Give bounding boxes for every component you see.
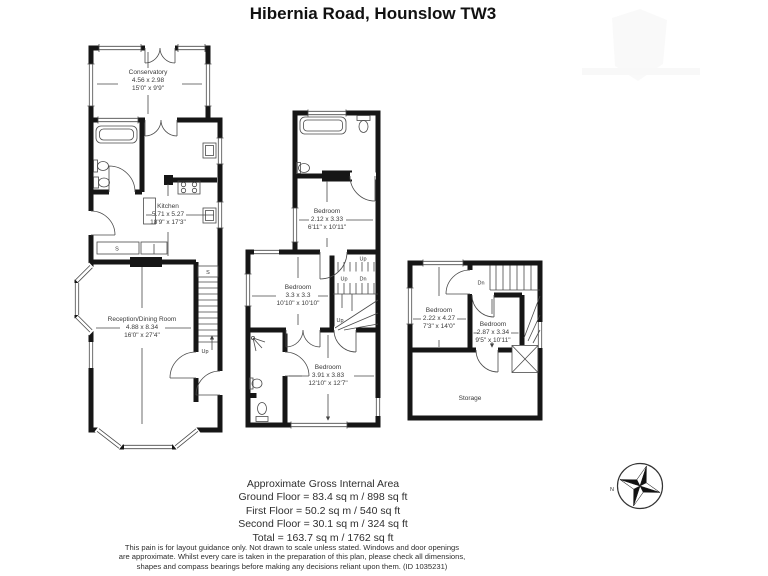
room-label-bedroom-rear: Bedroom 3.91 x 3.83 12'10" x 12'7": [308, 364, 348, 387]
wc-toilet-icon: [255, 402, 269, 422]
ground-floor-plan: S S Up: [73, 44, 224, 451]
wc-sink-icon: [249, 377, 263, 390]
window-glazing: [244, 109, 381, 429]
ground-stair-treads: [198, 281, 218, 343]
stair-cupboard: [197, 265, 219, 278]
sink-icon: [93, 159, 109, 173]
bath-icon: [299, 116, 347, 135]
door-arcs: [90, 47, 221, 396]
room-label-storage: Storage: [458, 395, 482, 402]
disclaimer: This pain is for layout guidance only. N…: [119, 543, 466, 571]
stove-icon: [177, 180, 201, 195]
first-stairs-dn-label: Dn: [359, 277, 366, 283]
shower-icon: [250, 335, 266, 352]
room-label-bedroom-right: Bedroom 2.87 x 3.34 9'5" x 10'11": [475, 321, 511, 344]
watermark: [582, 9, 700, 81]
compass: N: [610, 462, 664, 510]
compass-rose: [616, 462, 664, 510]
disclaimer-line-1: This pain is for layout guidance only. N…: [124, 543, 460, 552]
kitchen-sink-icon: [202, 142, 217, 159]
area-heading: Approximate Gross Internal Area: [246, 478, 400, 490]
toilet-icon: [93, 176, 110, 189]
first-stairs-up-lower-label: Up: [336, 318, 343, 324]
ground-stairs-up-label: Up: [201, 349, 208, 355]
disclaimer-line-2: are approximate. Whilst every care is ta…: [118, 552, 466, 562]
page-title: Hibernia Road, Hounslow TW3: [249, 4, 497, 23]
sink-icon: [296, 162, 310, 174]
room-label-bedroom-middle: Bedroom 3.3 x 3.3 10'10" x 10'10": [276, 284, 320, 307]
ground-outer-walls: [74, 45, 223, 450]
kitchen-unit: [143, 197, 156, 225]
kitchen-sink-icon-2: [202, 207, 217, 224]
first-floor-plan: Up Up Dn Up: [244, 109, 382, 429]
first-stair-treads: [333, 262, 379, 331]
chimney-breast: [130, 257, 162, 267]
compass-north-label: N: [610, 487, 614, 493]
second-interior-walls: [410, 263, 525, 353]
area-total: Total = 163.7 sq m / 1762 sq ft: [252, 531, 394, 544]
toilet-icon: [356, 115, 371, 133]
room-label-bedroom-left: Bedroom 2.22 x 4.27 7'3" x 14'0": [422, 307, 456, 330]
area-ground: Ground Floor = 83.4 sq m / 898 sq ft: [238, 491, 408, 504]
second-stair-treads: [489, 265, 541, 344]
hall-cupboards: [96, 241, 168, 255]
area-first: First Floor = 50.2 sq m / 540 sq ft: [245, 504, 401, 517]
room-label-reception: Reception/Dining Room 4.88 x 8.34 16'0" …: [107, 316, 177, 339]
stair-cupboard-s-label: S: [206, 270, 210, 276]
door-arcs: [445, 269, 499, 373]
window-glazing: [406, 259, 543, 348]
room-label-conservatory: Conservatory 4.56 x 2.98 15'0" x 9'9": [128, 69, 168, 92]
void-box: [511, 345, 539, 373]
area-second: Second Floor = 30.1 sq m / 324 sq ft: [238, 518, 408, 531]
second-floor-plan: Dn: [406, 259, 544, 421]
second-stairs-dn-label: Dn: [477, 281, 484, 287]
door-arcs: [284, 175, 376, 377]
first-stairs-up-top-label: Up: [359, 257, 366, 263]
room-label-bedroom-front: Bedroom 2.12 x 3.33 6'11" x 10'11": [307, 208, 347, 231]
dimension-arrows: [252, 181, 374, 420]
room-label-kitchen: Kitchen 5.71 x 5.27 18'9" x 17'3": [150, 203, 186, 226]
second-outer-walls: [407, 260, 543, 421]
disclaimer-line-3: shapes and compass bearings before makin…: [136, 561, 448, 571]
first-stairs-up-label: Up: [340, 277, 347, 283]
bath-icon: [95, 125, 138, 144]
window-glazing: [74, 44, 224, 450]
cupboard-s-label: S: [115, 247, 119, 253]
area-summary: Approximate Gross Internal Area Ground F…: [238, 478, 408, 545]
dimension-arrows: [413, 267, 519, 347]
dimension-arrows: [96, 52, 214, 424]
chimney-breast: [322, 170, 352, 182]
